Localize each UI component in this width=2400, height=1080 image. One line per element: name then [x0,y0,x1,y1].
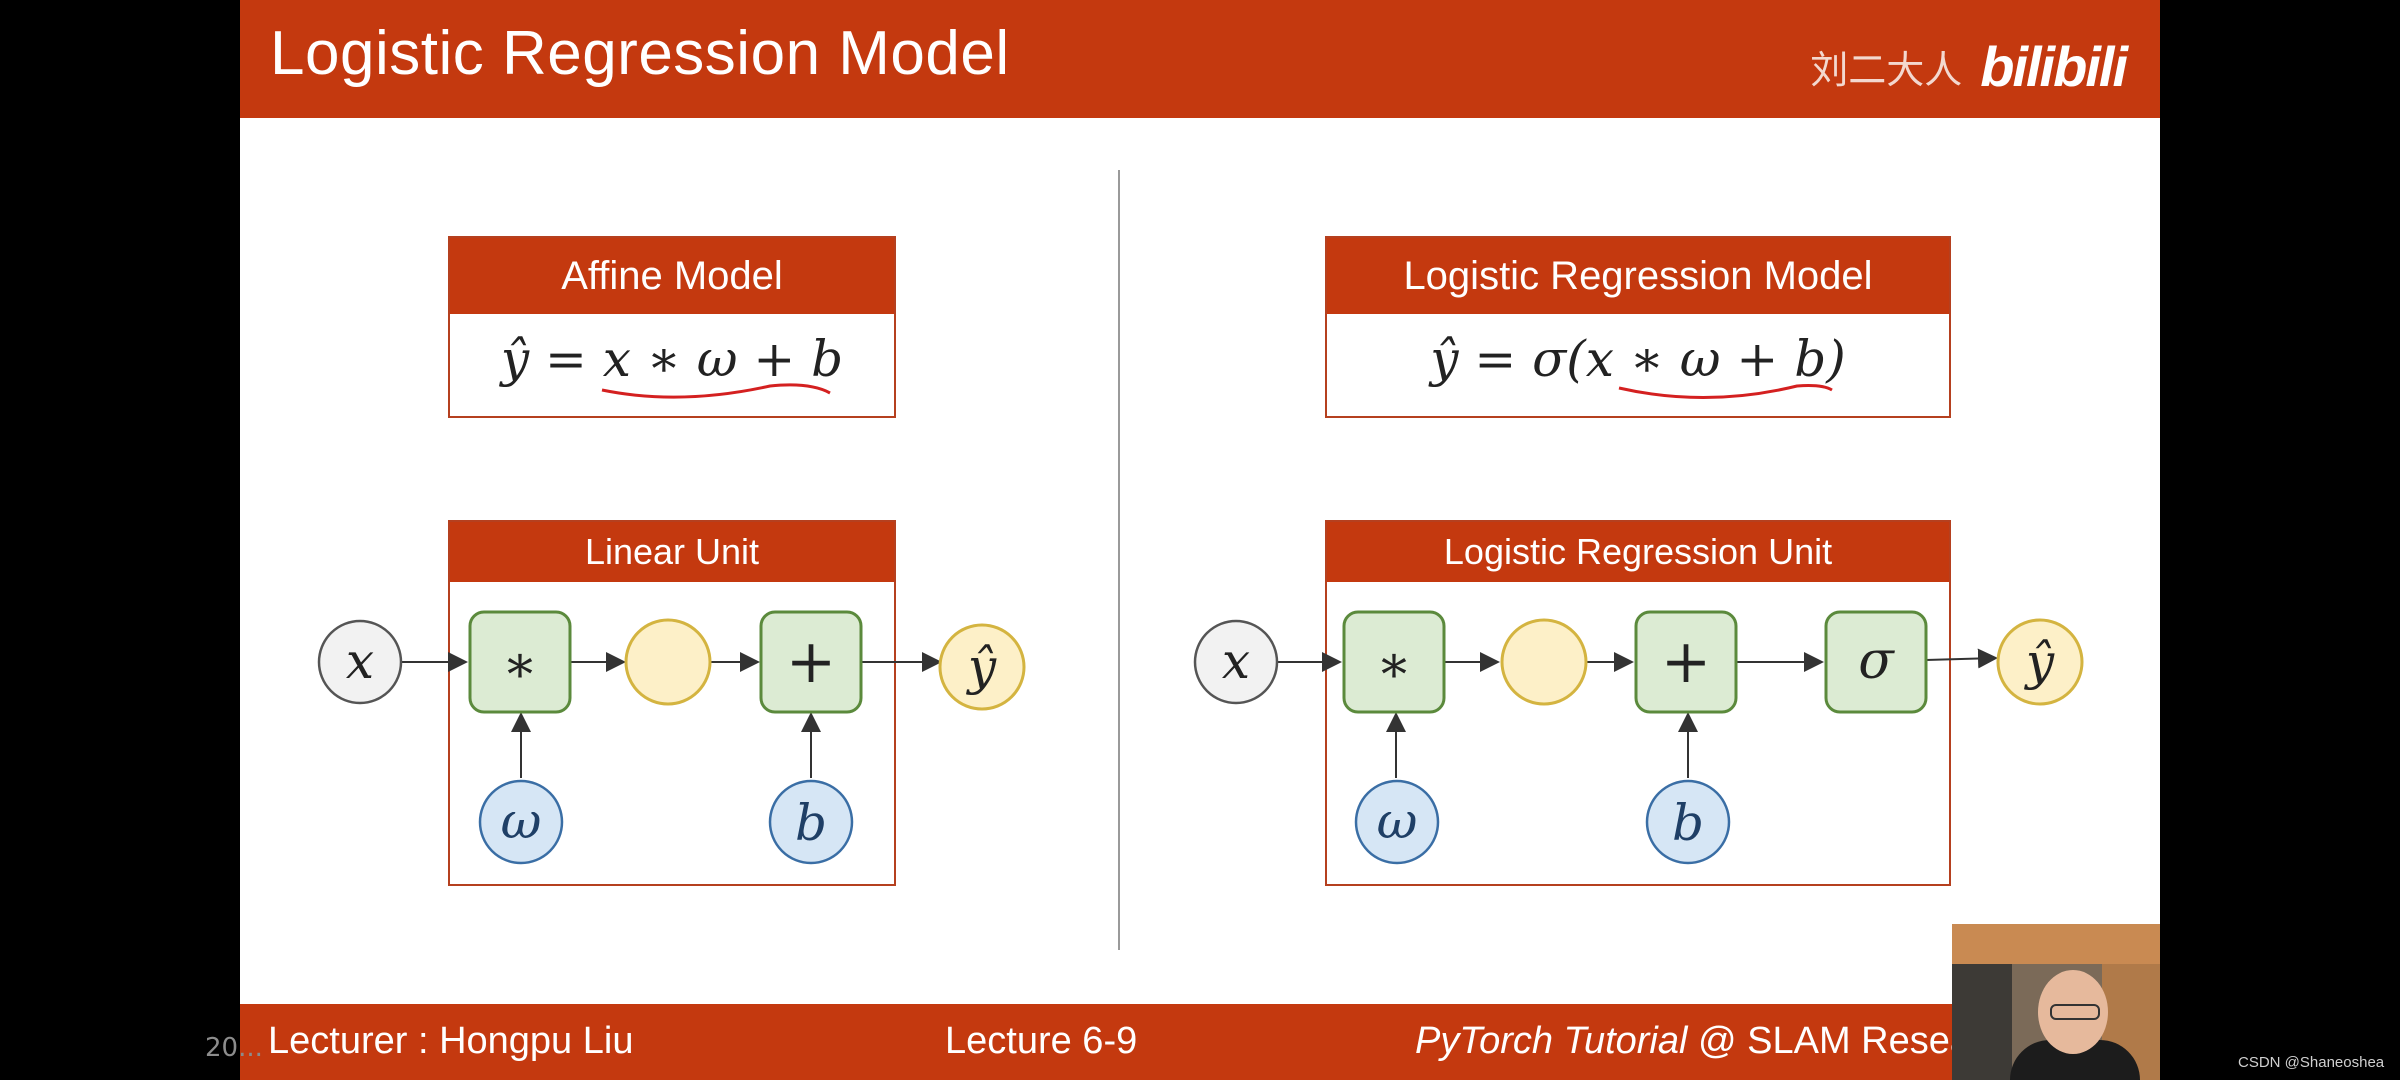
bias-node-label: b [1672,794,1704,852]
add-node-label: + [786,627,836,697]
input-node-label: x [1222,632,1250,690]
footer-bar: Lecturer : Hongpu Liu Lecture 6-9 PyTorc… [240,1004,2160,1080]
weight-node-w: ω [478,779,564,865]
bias-node-b: b [768,779,854,865]
slide-title: Logistic Regression Model [270,19,1010,88]
affine-model-box: Affine Model ŷ = x ∗ ω + b [448,236,896,418]
sigmoid-node-label: σ [1858,631,1895,691]
person-glasses [2050,1004,2100,1020]
computation-graphs: x ∗ + ŷ ω b [317,610,2084,865]
add-node-label: + [1661,627,1711,697]
title-bar: Logistic Regression Model 刘二大人 bilibili [240,0,2160,118]
bias-node-b: b [1645,779,1731,865]
output-node-label: ŷ [2024,633,2055,691]
hidden-node [624,618,712,706]
webcam-overlay [1952,924,2160,1080]
hidden-node [1500,618,1588,706]
csdn-watermark: CSDN @Shaneoshea [2238,1054,2385,1071]
multiply-node-label: ∗ [1376,635,1411,695]
slide: Logistic Regression Model 刘二大人 bilibili … [240,0,2160,1080]
multiply-node-label: ∗ [502,635,537,695]
input-node-x: x [317,619,403,705]
brand-author: 刘二大人 [1810,48,1963,92]
linear-unit-title: Linear Unit [450,522,894,582]
left-watermark: 20... [205,1033,263,1063]
formula-underline [601,383,831,399]
center-divider [1118,170,1120,950]
weight-node-w: ω [1354,779,1440,865]
logistic-unit-graph: x ∗ + σ ŷ ω [1193,610,2084,865]
logistic-model-box: Logistic Regression Model ŷ = σ(x ∗ ω + … [1325,236,1951,418]
brand: 刘二大人 bilibili [1810,34,2128,99]
logistic-formula: ŷ = σ(x ∗ ω + b) [1430,330,1846,388]
add-node: + [759,610,863,714]
weight-node-label: ω [1377,792,1418,850]
add-node: + [1634,610,1738,714]
formula-underline [1618,384,1833,399]
footer-course: PyTorch Tutorial @ SLAM Resea [1415,1020,1971,1063]
edge-sigma-out [1925,648,1998,669]
footer-course-rest: @ SLAM Resea [1687,1020,1972,1062]
output-node-yhat: ŷ [938,623,1026,711]
affine-formula: ŷ = x ∗ ω + b [500,330,844,388]
multiply-node: ∗ [1342,610,1446,714]
input-node-label: x [346,632,374,690]
footer-lecturer: Lecturer : Hongpu Liu [268,1020,634,1062]
bias-node-label: b [795,794,827,852]
output-node-label: ŷ [966,638,997,696]
affine-model-title: Affine Model [450,238,894,314]
footer-course-italic: PyTorch Tutorial [1415,1020,1688,1062]
background-bookcase [1952,964,2012,1080]
footer-lecture: Lecture 6-9 [945,1020,1138,1062]
bilibili-logo: bilibili [1980,35,2128,98]
multiply-node: ∗ [468,610,572,714]
sigmoid-node: σ [1824,610,1928,714]
input-node-x: x [1193,619,1279,705]
logistic-model-title: Logistic Regression Model [1327,238,1949,314]
person-head [2038,970,2108,1054]
weight-node-label: ω [501,792,542,850]
output-node-yhat: ŷ [1996,618,2084,706]
logistic-unit-title: Logistic Regression Unit [1327,522,1949,582]
background-shelf [1952,924,2160,964]
linear-unit-graph: x ∗ + ŷ ω b [317,610,1026,865]
